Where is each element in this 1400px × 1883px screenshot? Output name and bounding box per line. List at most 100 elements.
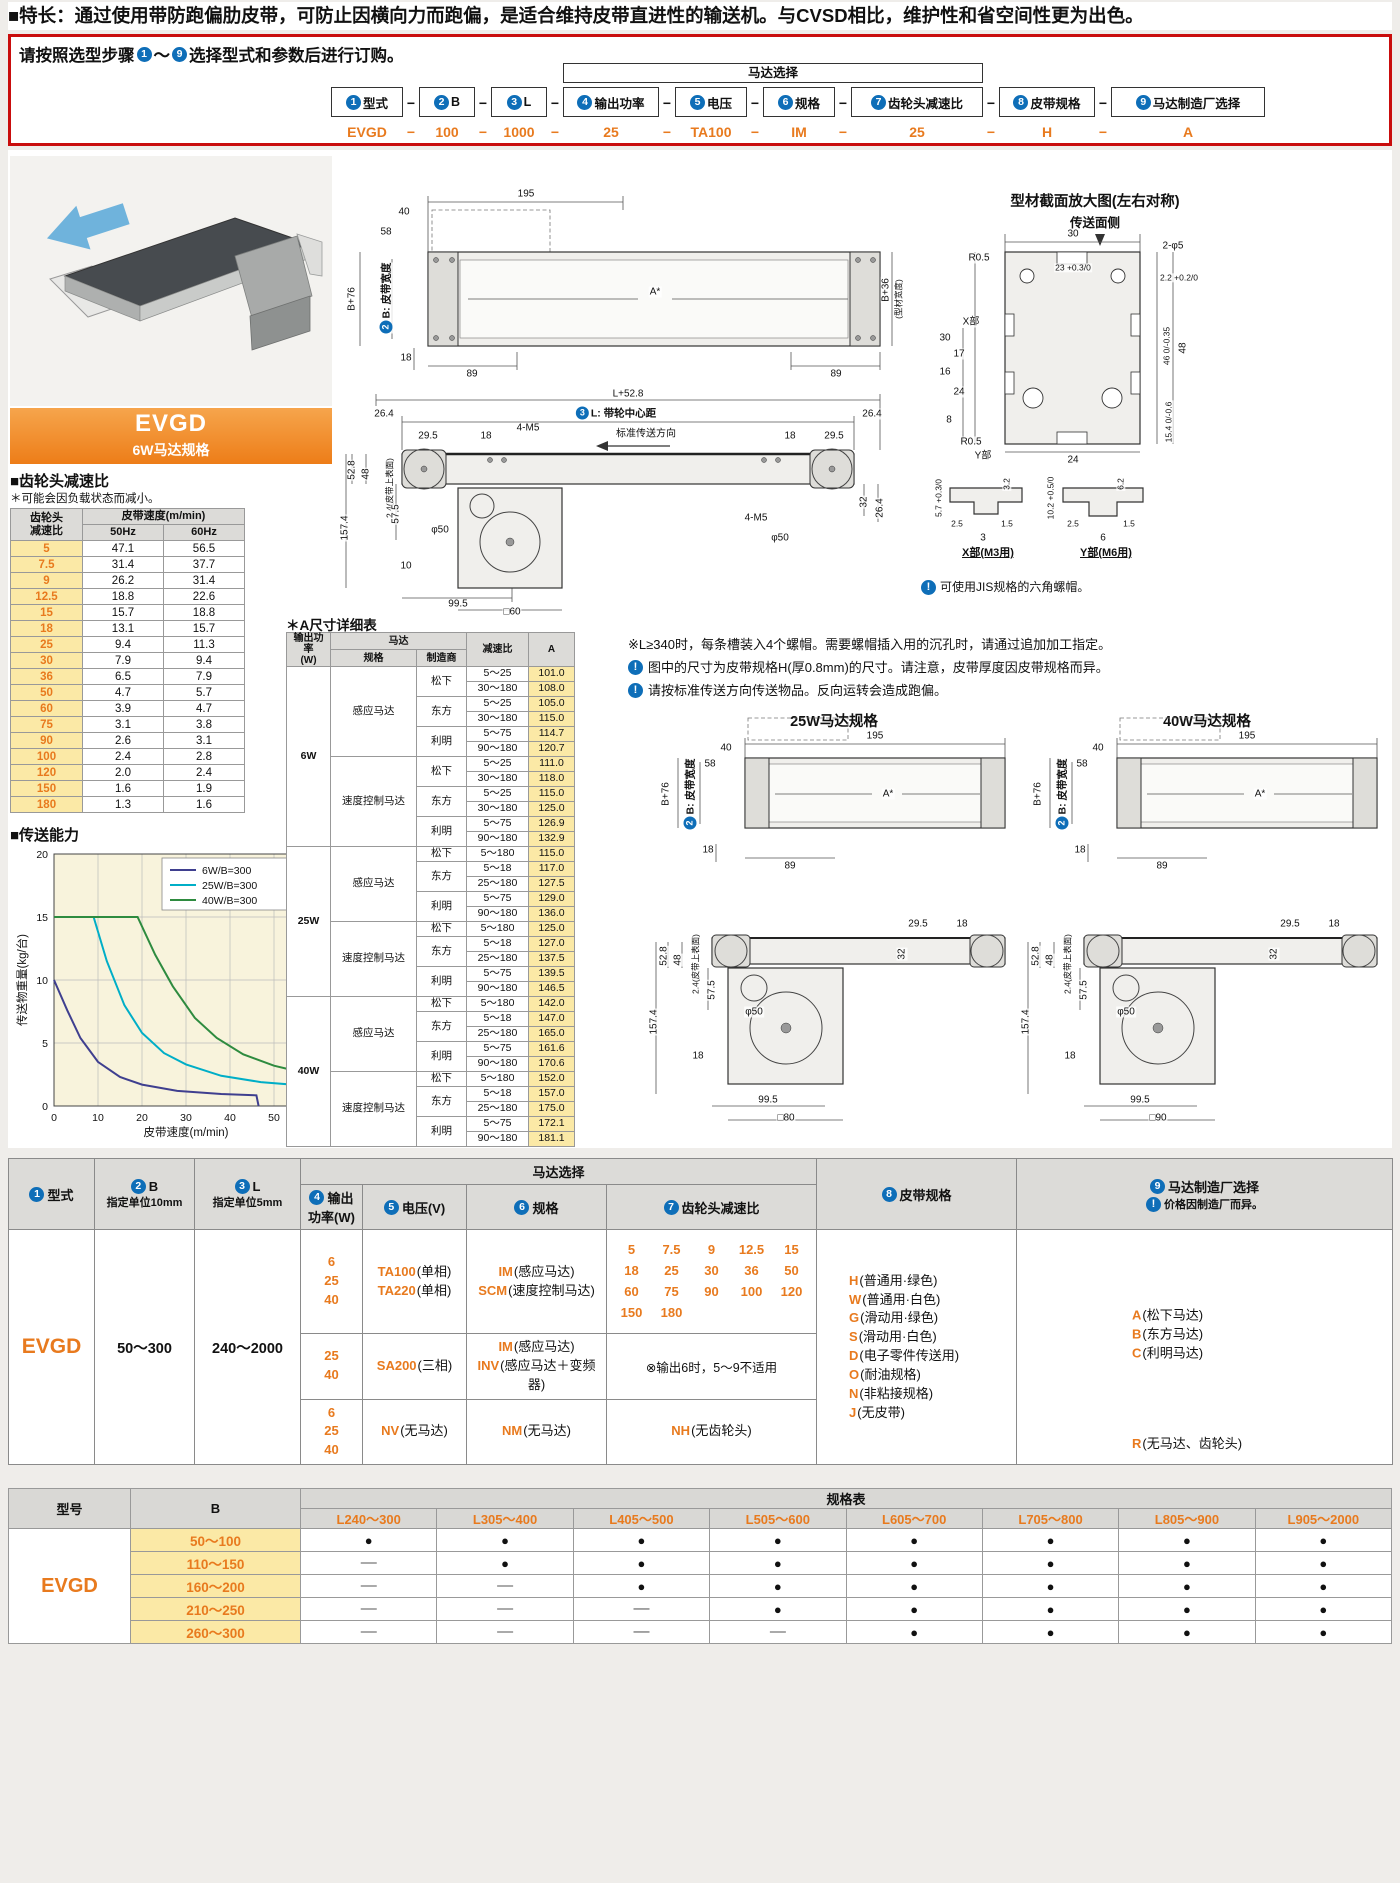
available-dot: ● xyxy=(436,1528,574,1552)
dimension-label: 157.4 xyxy=(1020,1008,1032,1036)
dimension-label: B+76 xyxy=(660,781,672,807)
not-available-dash: — xyxy=(299,1597,438,1621)
dimension-label: 195 xyxy=(1237,730,1257,742)
dimension-label: 40 xyxy=(397,206,411,218)
separator: − xyxy=(662,124,672,140)
table-cell: 136.0 xyxy=(528,906,575,922)
table-cell: 1.6 xyxy=(82,780,164,797)
drawing-25w-title: 25W马达规格 xyxy=(790,714,878,730)
spec-options: NM(无马达) xyxy=(466,1398,607,1466)
dimension-label: □80 xyxy=(776,1112,796,1124)
example-maker: A xyxy=(1182,124,1194,140)
table-cell: 18.8 xyxy=(82,588,164,605)
separator: − xyxy=(1098,124,1108,140)
a-header-ratio: 减速比 xyxy=(466,632,529,667)
spec-header-title: 规格表 xyxy=(300,1488,1392,1509)
dimension-label: 26.4 xyxy=(861,408,883,420)
table-cell: 东方 xyxy=(416,696,467,727)
table-cell: 115.0 xyxy=(528,786,575,802)
table-cell: 15 xyxy=(10,604,83,621)
option-item: W(普通用·白色) xyxy=(849,1291,941,1307)
capacity-chart-title: ■传送能力 xyxy=(10,827,80,844)
table-cell: 3.8 xyxy=(163,716,245,733)
table-cell: 161.6 xyxy=(528,1041,575,1057)
dimension-label: 18 xyxy=(783,430,797,442)
available-dot: ● xyxy=(299,1528,438,1552)
table-cell: 22.6 xyxy=(163,588,245,605)
not-available-dash: — xyxy=(709,1620,847,1644)
separator: − xyxy=(406,124,416,140)
dimension-label: φ50 xyxy=(430,524,450,536)
table-cell: 5～75 xyxy=(466,1116,529,1132)
conveying-face-label: 传送面侧 xyxy=(1069,216,1120,230)
not-available-dash: — xyxy=(572,1597,711,1621)
option-number: 120 xyxy=(780,1284,803,1299)
spec-row: 110～150—●●●●●●● xyxy=(9,1551,1393,1575)
dimension-label: 195 xyxy=(516,188,536,200)
table-cell: 127.5 xyxy=(528,876,575,892)
table-cell: 30 xyxy=(10,652,83,669)
table-cell: 11.3 xyxy=(163,636,245,653)
table-cell: 25W xyxy=(286,846,331,997)
svg-text:0: 0 xyxy=(51,1112,57,1124)
available-dot: ● xyxy=(981,1597,1120,1621)
dimension-label: □60 xyxy=(502,606,522,618)
dimension-label: 17 xyxy=(952,348,966,360)
dimension-label: 195 xyxy=(865,730,885,742)
table-cell: 利明 xyxy=(416,816,467,847)
table-cell: 速度控制马达 xyxy=(330,921,417,997)
l-range-header: L405～500 xyxy=(572,1508,711,1529)
table-cell: 47.1 xyxy=(82,540,164,557)
option-number: 6 xyxy=(327,1254,336,1270)
step-1-badge: 1 xyxy=(136,46,152,62)
table-cell: 1.6 xyxy=(163,796,245,813)
table-cell: 2.0 xyxy=(82,764,164,781)
available-dot: ● xyxy=(1254,1551,1393,1575)
w40-geometry xyxy=(1027,717,1378,1121)
dimension-label: R0.5 xyxy=(959,436,983,448)
table-cell: 152.0 xyxy=(528,1071,575,1087)
table-cell: 感应马达 xyxy=(330,846,417,922)
a-dimension-table-title: ＊A尺寸详细表 xyxy=(286,618,377,633)
dimension-label: 32 xyxy=(1268,947,1280,961)
dimension-label: 18 xyxy=(701,844,715,856)
spec-header-b: B xyxy=(130,1488,301,1529)
dimension-label: 18 xyxy=(1327,918,1341,930)
dimension-label: 29.5 xyxy=(823,430,845,442)
table-cell: 25～180 xyxy=(466,1026,529,1042)
note-belt-thickness: 图中的尺寸为皮带规格H(厚0.8mm)的尺寸。请注意，皮带厚度因皮带规格而异。 xyxy=(628,659,1392,677)
option-item: NM(无马达) xyxy=(502,1423,571,1439)
option-number: 30 xyxy=(704,1262,719,1278)
dimension-label: 18 xyxy=(1073,844,1087,856)
option-item: S(滑动用·白色) xyxy=(849,1329,937,1345)
table-cell: 56.5 xyxy=(163,540,245,557)
x-detail-caption: X部(M3用) xyxy=(962,547,1014,559)
table-cell: 30～180 xyxy=(466,681,529,697)
svg-text:10: 10 xyxy=(92,1112,104,1124)
table-cell: 利明 xyxy=(416,891,467,922)
l-range-header: L605～700 xyxy=(845,1508,983,1529)
spec-row: 160～200——●●●●●● xyxy=(9,1574,1393,1598)
table-cell: 5～75 xyxy=(466,726,529,742)
dimension-label: 10 xyxy=(399,560,413,572)
dimension-label: 26.4 xyxy=(874,497,886,519)
table-cell: 90～180 xyxy=(466,906,529,922)
b-range-cell: 210～250 xyxy=(130,1597,301,1621)
maker-options: A(松下马达)B(东方马达)C(利明马达) R(无马达、齿轮头) xyxy=(1016,1228,1394,1466)
gear-header-ratio: 齿轮头减速比 xyxy=(10,508,83,541)
option-number: 9 xyxy=(707,1241,716,1257)
